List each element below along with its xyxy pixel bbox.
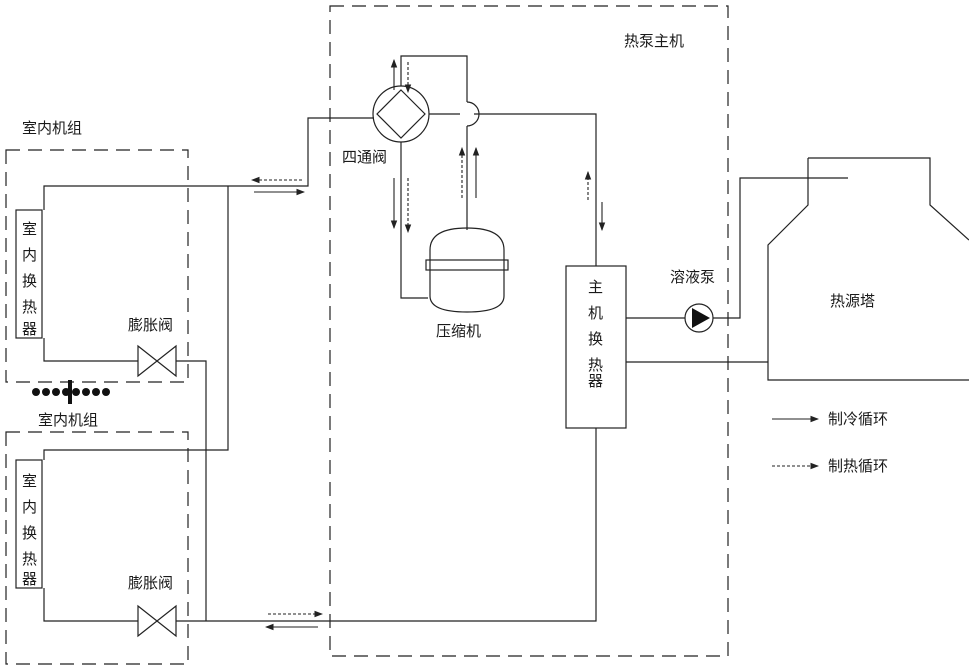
tower-piping bbox=[626, 178, 848, 362]
indoor-hx-2-char-3: 换 bbox=[22, 524, 37, 542]
indoor-hx-1-char-1: 室 bbox=[22, 220, 37, 238]
host-hx-char-3: 换 bbox=[588, 330, 603, 348]
heat-pump-host-box bbox=[330, 6, 728, 656]
solution-pump-label: 溶液泵 bbox=[670, 268, 715, 286]
flow-arrows bbox=[252, 60, 602, 627]
host-hx-char-1: 主 bbox=[588, 278, 603, 296]
indoor-hx-2-char-2: 内 bbox=[22, 498, 37, 516]
expansion-valve-2-label: 膨胀阀 bbox=[128, 574, 173, 592]
indoor-hx-1-char-5: 器 bbox=[22, 320, 37, 338]
indoor-unit-group-2-label: 室内机组 bbox=[38, 411, 98, 429]
indoor-hx-2-char-4: 热 bbox=[22, 550, 37, 568]
host-hx-char-5: 器 bbox=[588, 372, 603, 390]
indoor-unit-group-2-box bbox=[6, 432, 188, 664]
indoor-hx-1-char-2: 内 bbox=[22, 246, 37, 264]
four-way-valve-label: 四通阀 bbox=[342, 148, 387, 166]
four-way-valve-icon bbox=[373, 86, 429, 142]
indoor-hx-2-char-5: 器 bbox=[22, 570, 37, 588]
indoor-hx-1-char-3: 换 bbox=[22, 272, 37, 290]
expansion-valve-1-icon bbox=[138, 346, 176, 376]
expansion-valve-2-icon bbox=[138, 606, 176, 636]
indoor-piping bbox=[44, 118, 596, 621]
legend-heating-label: 制热循环 bbox=[828, 457, 888, 475]
separator-dots bbox=[32, 380, 110, 404]
indoor-unit-group-1-label: 室内机组 bbox=[22, 119, 82, 137]
indoor-unit-group-1-box bbox=[6, 150, 188, 382]
expansion-valve-1-label: 膨胀阀 bbox=[128, 316, 173, 334]
indoor-hx-2-char-1: 室 bbox=[22, 472, 37, 490]
compressor-label: 压缩机 bbox=[436, 322, 481, 340]
heat-source-tower-icon bbox=[768, 158, 969, 380]
indoor-hx-1-char-4: 热 bbox=[22, 298, 37, 316]
solution-pump-icon bbox=[685, 304, 713, 332]
heat-pump-host-label: 热泵主机 bbox=[624, 32, 684, 50]
legend: 制冷循环 制热循环 bbox=[772, 410, 888, 475]
legend-cooling-label: 制冷循环 bbox=[828, 410, 888, 428]
heat-source-tower-label: 热源塔 bbox=[830, 292, 875, 310]
host-hx-char-2: 机 bbox=[588, 304, 603, 322]
compressor-icon bbox=[426, 228, 508, 312]
